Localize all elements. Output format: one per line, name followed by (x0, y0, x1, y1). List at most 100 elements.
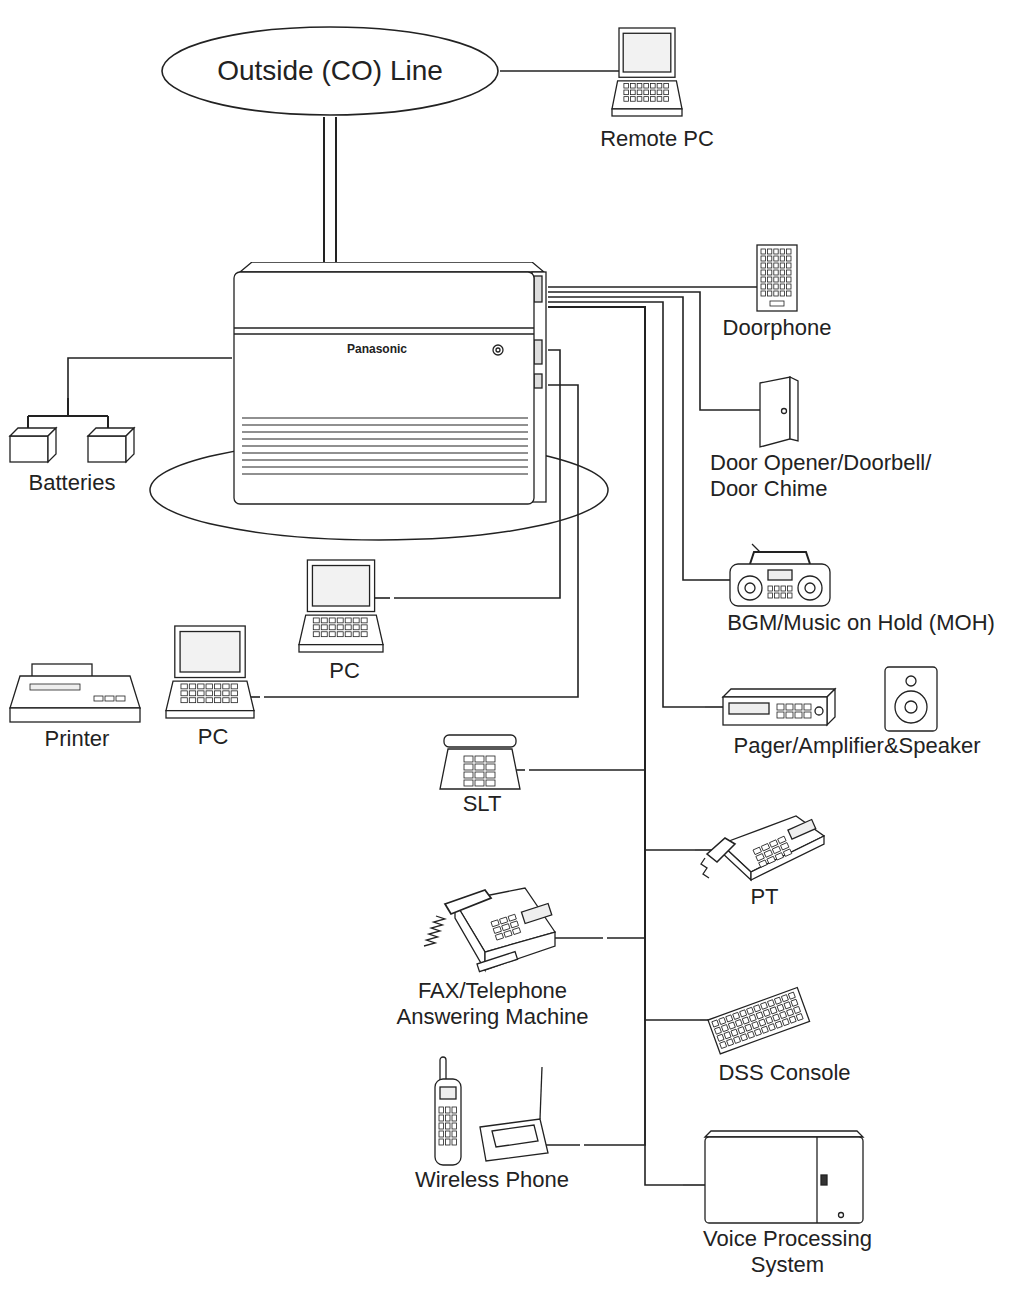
key (637, 97, 642, 102)
device-label: Doorphone (705, 315, 849, 341)
key (749, 1014, 756, 1021)
icon-part (307, 560, 374, 612)
key (804, 712, 811, 718)
key (446, 1131, 451, 1137)
icon-part (424, 916, 445, 946)
key (464, 764, 473, 770)
key (767, 249, 771, 254)
icon-part (299, 615, 383, 644)
device-label: BGM/Music on Hold (MOH) (700, 610, 1021, 636)
door-icon (710, 375, 975, 450)
icon-group (700, 988, 810, 1054)
icon-part (815, 707, 823, 715)
key (756, 854, 764, 861)
key (206, 698, 212, 703)
pbx-seam (234, 327, 534, 328)
key (717, 1034, 724, 1041)
device-node: FAX/Telephone Answering Machine (378, 878, 607, 1030)
key (214, 691, 220, 696)
pipe-inner (325, 117, 335, 262)
key (788, 992, 795, 999)
icon-part (435, 1079, 461, 1165)
key (774, 291, 778, 296)
key (767, 291, 771, 296)
key (787, 256, 791, 261)
key (781, 586, 786, 591)
wireless-phone-icon (400, 1055, 580, 1167)
key (214, 698, 220, 703)
key (777, 712, 784, 718)
key (329, 618, 335, 623)
icon-part (905, 701, 917, 713)
key (775, 593, 780, 598)
fax-icon (378, 878, 603, 978)
device-label: Printer (5, 726, 149, 752)
connector-line (548, 307, 700, 1020)
key (787, 291, 791, 296)
icon-group (477, 952, 518, 972)
key (761, 249, 765, 254)
pbx-vent (242, 431, 528, 432)
battery-wire (28, 415, 108, 417)
pbx-vent (242, 438, 528, 439)
icon-part (166, 681, 254, 710)
key (787, 284, 791, 289)
pbx-port (534, 340, 542, 364)
icon-part (895, 691, 927, 723)
key (781, 995, 788, 1002)
icon-part (723, 697, 827, 725)
icon-part (768, 570, 792, 580)
device-label: Pager/Amplifier&Speaker (705, 733, 1009, 759)
key (464, 780, 473, 786)
key (664, 90, 669, 95)
key (452, 1131, 457, 1137)
icon-part (299, 645, 383, 652)
key (644, 97, 649, 102)
icon-group (705, 667, 937, 731)
icon-group (683, 1131, 863, 1223)
icon-part (612, 81, 682, 109)
icon-part (10, 676, 140, 708)
lead-wire (375, 597, 390, 599)
key (657, 90, 662, 95)
key (753, 847, 761, 854)
key (452, 1107, 457, 1113)
key (767, 856, 775, 863)
key (780, 291, 784, 296)
icon-part (751, 836, 824, 880)
key (780, 277, 784, 282)
key (775, 586, 780, 591)
brand-label: Panasonic (232, 262, 522, 356)
key (353, 625, 359, 630)
lead-wire (705, 706, 723, 708)
remote-pc-icon (585, 26, 725, 126)
device-label: DSS Console (700, 1060, 869, 1086)
key (731, 1029, 738, 1036)
pbx-port (534, 276, 542, 302)
icon-part (10, 708, 140, 722)
key (783, 849, 791, 856)
key (787, 270, 791, 275)
key (637, 90, 642, 95)
key (727, 1039, 734, 1046)
device-label: SLT (435, 791, 529, 817)
key (231, 691, 237, 696)
key (105, 696, 114, 701)
key (446, 1123, 451, 1129)
key (761, 256, 765, 261)
key (764, 850, 772, 857)
connector-line (68, 358, 232, 398)
key (761, 284, 765, 289)
key (353, 618, 359, 623)
device-label: PC (162, 724, 264, 750)
dss-console-icon (700, 990, 865, 1060)
key (763, 1009, 770, 1016)
key (189, 698, 195, 703)
key (804, 704, 811, 710)
icon-part (906, 676, 916, 686)
key (767, 277, 771, 282)
key (742, 1017, 749, 1024)
battery-icon (5, 398, 135, 470)
key (189, 691, 195, 696)
